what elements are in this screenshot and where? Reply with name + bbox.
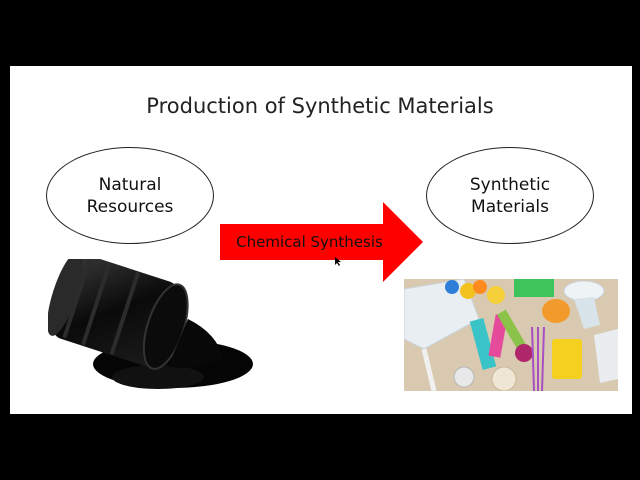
synthetic-materials-line2: Materials: [471, 196, 549, 217]
natural-resources-line1: Natural: [98, 174, 162, 195]
oil-barrel-spill-image: [48, 259, 253, 389]
slide: Production of Synthetic Materials Natura…: [10, 66, 632, 414]
synthetic-materials-ellipse: Synthetic Materials: [426, 147, 594, 244]
mouse-cursor-icon: [335, 257, 341, 266]
synthetic-materials-line1: Synthetic: [469, 174, 551, 195]
chemical-synthesis-label: Chemical Synthesis: [236, 233, 383, 251]
natural-resources-ellipse: Natural Resources: [46, 147, 214, 244]
red-arrow-icon: [220, 202, 423, 282]
slide-title: Production of Synthetic Materials: [146, 94, 494, 118]
plastic-items-image: [404, 279, 618, 391]
natural-resources-line2: Resources: [86, 196, 174, 217]
